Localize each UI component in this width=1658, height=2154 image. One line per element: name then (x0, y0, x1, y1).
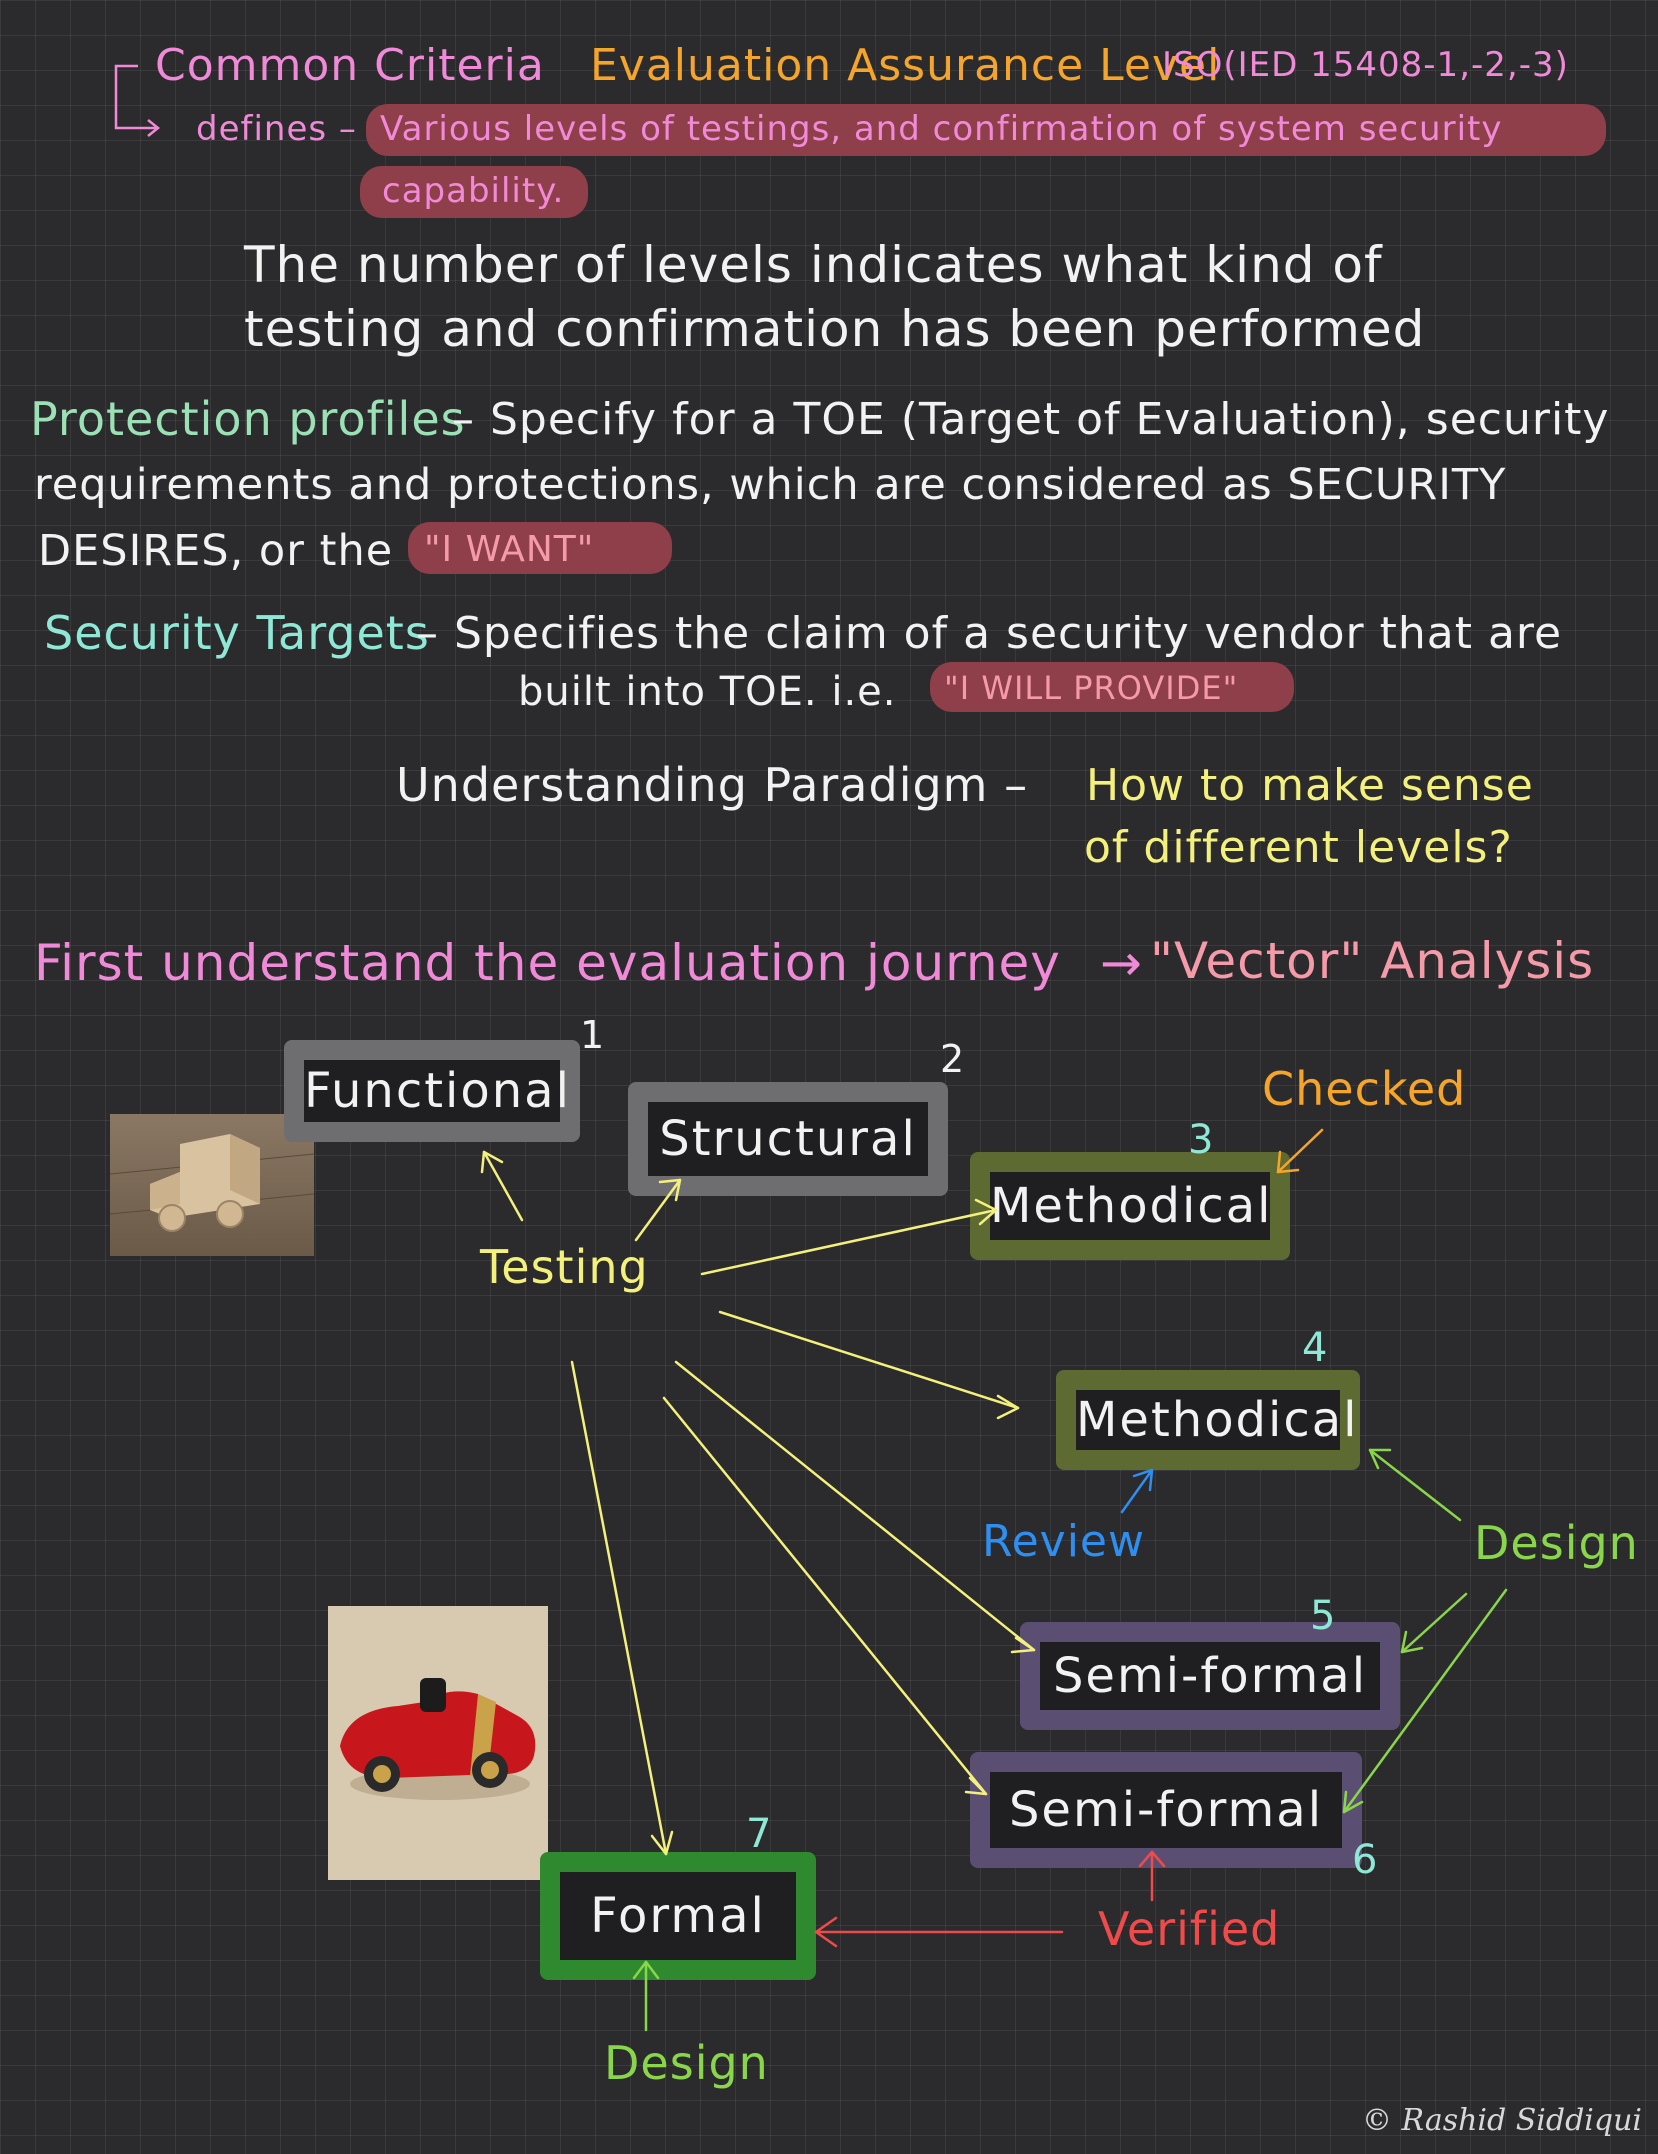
arrow-design-to-level-4 (1368, 1448, 1462, 1522)
paradigm-question-1: How to make sense (1086, 760, 1534, 811)
level-7-number: 7 (746, 1811, 773, 1857)
arrow-design-to-level-5 (1400, 1592, 1468, 1654)
header-bracket (114, 64, 161, 137)
level-7-formal-box: Formal (540, 1852, 816, 1980)
header-highlight-text-2: capability. (382, 171, 565, 211)
header-eal: Evaluation Assurance Level (590, 40, 1221, 91)
level-6-number: 6 (1352, 1837, 1379, 1883)
journey-analysis: "Vector" Analysis (1150, 932, 1595, 990)
verified-label: Verified (1098, 1902, 1281, 1956)
paradigm-label: Understanding Paradigm – (396, 758, 1029, 812)
level-4-number: 4 (1302, 1325, 1329, 1371)
level-5-number: 5 (1310, 1593, 1337, 1639)
design-right-label: Design (1474, 1516, 1639, 1570)
journey-text: First understand the evaluation journey (34, 934, 1061, 992)
arrow-testing-to-level-5 (674, 1360, 1036, 1652)
header-common-criteria: Common Criteria (155, 40, 545, 91)
intro-line-2: testing and confirmation has been perfor… (244, 300, 1426, 358)
protection-line-1: – Specify for a TOE (Target of Evaluatio… (452, 394, 1610, 445)
red-toy-car-photo (328, 1606, 548, 1880)
targets-quote: "I WILL PROVIDE" (944, 669, 1239, 707)
level-2-label: Structural (659, 1111, 917, 1167)
level-2-structural-box: Structural (628, 1082, 948, 1196)
review-label: Review (982, 1516, 1145, 1567)
targets-line-2: built into TOE. i.e. (518, 669, 897, 715)
protection-line-2: requirements and protections, which are … (34, 460, 1507, 510)
protection-term: Protection profiles (30, 392, 466, 446)
level-5-label: Semi-formal (1052, 1648, 1368, 1704)
arrow-checked-to-level-3 (1276, 1128, 1324, 1174)
level-3-label: Methodical (990, 1178, 1273, 1234)
testing-label: Testing (480, 1240, 649, 1294)
level-1-number: 1 (580, 1013, 606, 1057)
header-defines: defines – (196, 109, 357, 149)
copyright-credit: © Rashid Siddiqui (1362, 2103, 1643, 2138)
protection-quote-bar (408, 522, 672, 574)
level-2-number: 2 (940, 1037, 966, 1081)
arrow-testing-to-functional (482, 1150, 524, 1222)
level-6-semiformal-box: Semi-formal (970, 1752, 1362, 1868)
arrow-testing-to-level-4 (718, 1310, 1020, 1410)
header-iso: ISO(IED 15408-1,-2,-3) (1162, 45, 1569, 85)
level-3-number: 3 (1188, 1117, 1215, 1163)
arrow-design-to-level-6 (1342, 1588, 1508, 1814)
design-bottom-label: Design (604, 2036, 769, 2090)
targets-quote-bar (930, 662, 1294, 712)
protection-quote: "I WANT" (424, 529, 595, 570)
protection-line-3: DESIRES, or the (38, 526, 394, 576)
wooden-truck-photo (110, 1114, 314, 1256)
arrow-review-to-level-4 (1120, 1468, 1154, 1514)
header-highlight-text-1: Various levels of testings, and confirma… (380, 109, 1503, 149)
level-6-label: Semi-formal (1008, 1782, 1324, 1838)
level-4-methodical-box: Methodical (1056, 1370, 1360, 1470)
targets-line-1: – Specifies the claim of a security vend… (416, 608, 1563, 659)
level-4-label: Methodical (1076, 1392, 1359, 1448)
arrow-testing-to-level-6 (662, 1396, 988, 1796)
journey-arrow: → (1100, 934, 1143, 992)
level-1-functional-box: Functional (284, 1040, 580, 1142)
paradigm-question-2: of different levels? (1084, 822, 1513, 873)
level-5-semiformal-box: Semi-formal (1020, 1622, 1400, 1730)
checked-label: Checked (1262, 1062, 1467, 1116)
targets-term: Security Targets (44, 606, 430, 660)
level-3-methodical-box: Methodical (970, 1152, 1290, 1260)
intro-line-1: The number of levels indicates what kind… (244, 236, 1383, 294)
arrow-testing-to-structural (634, 1178, 682, 1242)
arrow-testing-to-level-7 (570, 1360, 668, 1856)
arrow-testing-to-level-3 (700, 1208, 998, 1276)
header-highlight-bar-1 (366, 104, 1606, 156)
level-7-label: Formal (590, 1888, 766, 1944)
header-highlight-bar-2 (360, 166, 588, 218)
level-1-label: Functional (304, 1063, 571, 1119)
